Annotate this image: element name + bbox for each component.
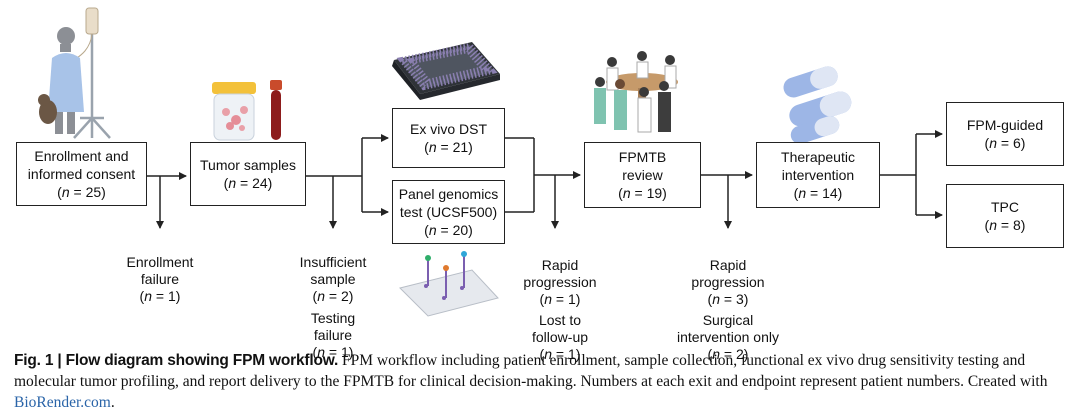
fpm-guided-node: FPM-guided (n = 6) (946, 102, 1064, 166)
n-symbol: n (317, 344, 326, 360)
n-symbol: n (989, 135, 998, 151)
exit-count: 1 (567, 291, 576, 307)
flow-connectors (147, 130, 943, 229)
exit-count: 1 (167, 288, 176, 304)
exit-count: 2 (340, 288, 349, 304)
exit-enrollment-failure: Enrollment failure (n = 1) (126, 254, 194, 304)
exit-count: 2 (735, 346, 744, 362)
n-symbol: n (228, 175, 237, 191)
exit-count: 1 (340, 344, 349, 360)
exit-label: Lost to follow-up (531, 312, 589, 345)
exit-label: Surgical intervention only (677, 312, 779, 345)
exit-insufficient-sample: Insufficient sample (n = 2) (299, 254, 367, 304)
exit-testing-failure: Testing failure (n = 1) (310, 310, 356, 360)
fpmtb-review-node: FPMTB review (n = 19) (584, 142, 701, 208)
enrollment-count: 25 (85, 184, 102, 200)
medical-board-icon (594, 51, 678, 133)
specimen-tubes-icon (212, 80, 282, 141)
figure-label: Fig. 1 | Flow diagram showing FPM workfl… (14, 352, 339, 369)
exit-rapid-progression-1: Rapid progression (n = 1) (523, 257, 597, 307)
n-symbol: n (989, 217, 998, 233)
panel-genomics-count: 20 (452, 222, 469, 238)
exit-rapid-progression-2: Rapid progression (n = 3) (691, 257, 765, 307)
exit-label: Insufficient sample (299, 254, 367, 287)
exit-label: Rapid progression (523, 257, 597, 290)
exit-count: 1 (567, 346, 576, 362)
fpmtb-review-label: FPMTB review (618, 149, 667, 183)
well-plate-icon (392, 42, 500, 100)
patient-iv-icon (38, 7, 111, 139)
tpc-node: TPC (n = 8) (946, 184, 1064, 248)
n-symbol: n (544, 291, 553, 307)
tumor-samples-label: Tumor samples (200, 157, 296, 173)
tpc-label: TPC (991, 199, 1019, 215)
ex-vivo-dst-label: Ex vivo DST (409, 121, 487, 137)
ex-vivo-dst-count: 21 (452, 139, 469, 155)
n-symbol: n (622, 185, 631, 201)
figure-caption: Fig. 1 | Flow diagram showing FPM workfl… (14, 350, 1069, 413)
pills-icon (783, 66, 852, 144)
ex-vivo-dst-node: Ex vivo DST (n = 21) (392, 108, 505, 168)
exit-label: Enrollment failure (126, 254, 194, 287)
n-symbol: n (61, 184, 70, 200)
panel-genomics-label: Panel genomics test (UCSF500) (398, 186, 499, 220)
exit-label: Testing failure (310, 310, 356, 343)
tpc-count: 8 (1012, 217, 1021, 233)
n-symbol: n (712, 346, 721, 362)
therapeutic-intervention-label: Therapeutic intervention (781, 149, 855, 183)
fpm-guided-count: 6 (1012, 135, 1021, 151)
panel-genomics-node: Panel genomics test (UCSF500) (n = 20) (392, 180, 505, 244)
n-symbol: n (798, 185, 807, 201)
caption-end: . (110, 394, 115, 411)
n-symbol: n (712, 291, 721, 307)
fpmtb-review-count: 19 (646, 185, 663, 201)
therapeutic-intervention-count: 14 (822, 185, 838, 201)
n-symbol: n (428, 222, 437, 238)
enrollment-node: Enrollment and informed consent (n = 25) (16, 142, 147, 206)
biorender-link[interactable]: BioRender.com (14, 394, 111, 411)
exit-count: 3 (735, 291, 744, 307)
n-symbol: n (544, 346, 553, 362)
exit-surgical-only: Surgical intervention only (n = 2) (677, 312, 779, 362)
workflow-diagram (38, 7, 943, 317)
exit-label: Rapid progression (691, 257, 765, 290)
enrollment-label: Enrollment and informed consent (27, 148, 136, 182)
caption-body: FPM workflow including patient enrollmen… (14, 352, 1048, 390)
tumor-samples-node: Tumor samples (n = 24) (190, 142, 306, 206)
therapeutic-intervention-node: Therapeutic intervention (n = 14) (756, 142, 880, 208)
tumor-samples-count: 24 (252, 175, 268, 191)
n-symbol: n (144, 288, 153, 304)
sequencing-slide-icon (399, 251, 499, 317)
fpm-guided-label: FPM-guided (966, 117, 1044, 133)
n-symbol: n (317, 288, 326, 304)
exit-lost-followup: Lost to follow-up (n = 1) (531, 312, 589, 362)
n-symbol: n (428, 139, 437, 155)
